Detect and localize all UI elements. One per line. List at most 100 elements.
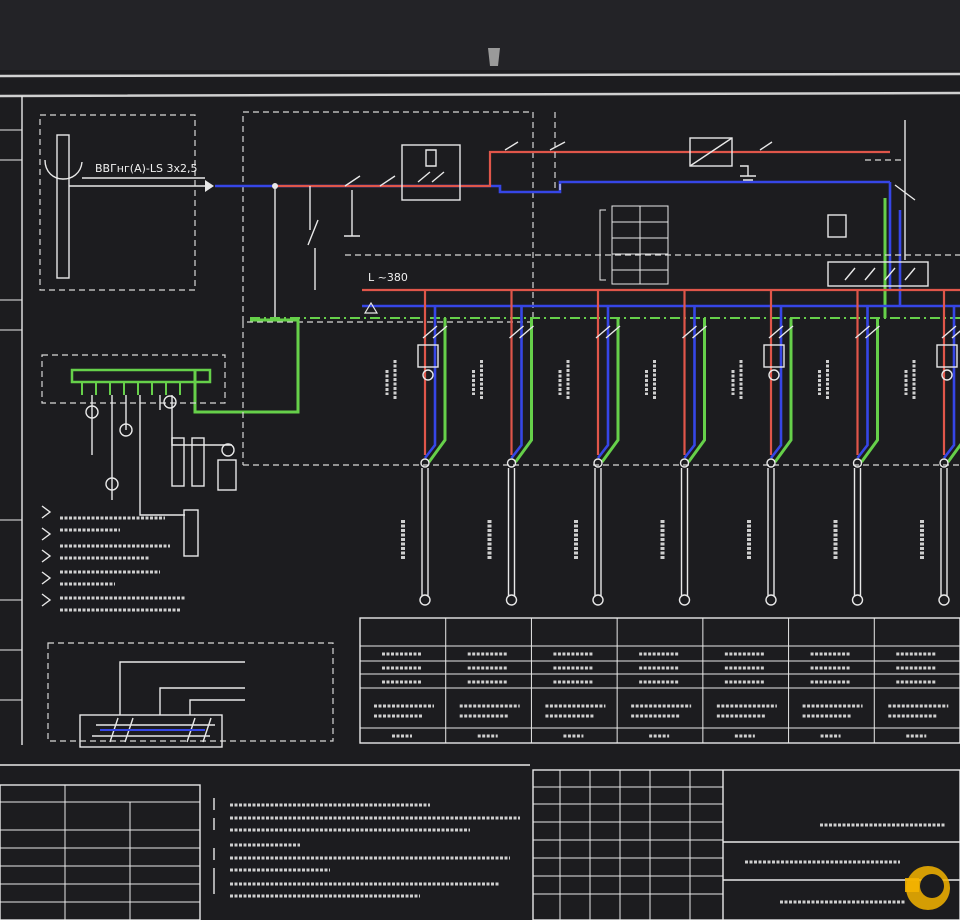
feeder-cable-end-node — [419, 594, 431, 606]
feeder-cable-end-node — [938, 594, 950, 606]
feeder-cable-end-node — [678, 594, 691, 606]
left-margin-table — [0, 129, 22, 701]
installation-detail-frame — [47, 642, 334, 742]
water-heater-symbol — [217, 459, 237, 491]
feeder-6 — [818, 290, 880, 606]
feeder-breaker-contacts — [768, 325, 794, 339]
surge-branch — [274, 186, 319, 320]
feeder-cable-top-node — [420, 458, 430, 468]
feeder-cable — [507, 468, 516, 596]
incoming-cable-label: ВВГнг(А)-LS 3х2,5 — [95, 162, 197, 175]
feeder-neutral-wire — [856, 306, 869, 459]
feeder-breaker-contacts — [595, 325, 621, 339]
feeder-earth-wire — [946, 442, 960, 463]
feeder-cable-top-node — [852, 458, 863, 468]
feeder-breaker-label — [818, 360, 829, 400]
title-block — [532, 769, 960, 920]
grounding-busbar-frame — [41, 354, 226, 404]
upper-feed-switches — [504, 141, 773, 151]
grounding-marker-5 — [221, 443, 235, 457]
feeder-cable-end-node — [851, 594, 864, 606]
busbar-label: L ~380 — [368, 271, 408, 284]
notes-text-lines — [230, 803, 520, 898]
feeder-table-cell-text — [802, 652, 863, 738]
incoming-drop-cable — [44, 159, 205, 187]
feeder-7 — [904, 290, 960, 606]
feeder-cable-top-node — [593, 458, 603, 468]
feeder-rcd-box — [936, 344, 958, 368]
feeder-neutral-wire — [942, 306, 956, 459]
feeder-cable — [767, 468, 775, 596]
converter-diagonal — [689, 137, 733, 167]
incoming-phase-run — [275, 150, 890, 188]
feeder-cable — [853, 468, 862, 596]
feeder-earth-wire — [860, 318, 879, 463]
cable-gland-symbol — [183, 509, 199, 557]
meter-relay-contacts — [417, 149, 445, 183]
cable-table — [0, 784, 201, 920]
cable-arrow — [205, 180, 214, 192]
feeder-breaker-label — [385, 360, 397, 400]
cable-table-rules — [0, 785, 200, 920]
busbar-terminal-hatch — [844, 267, 916, 281]
spec-table-rules — [612, 206, 668, 284]
feeder-cable-top-node — [679, 458, 690, 468]
right-incomer — [894, 120, 916, 260]
screw-mark — [488, 48, 500, 66]
feeder-group — [385, 290, 960, 606]
right-grounding — [740, 165, 756, 181]
feeder-table-cell-text — [888, 652, 949, 738]
feeder-earth-wire — [514, 318, 533, 463]
bathtub-symbol-2 — [191, 437, 205, 487]
feeder-3 — [558, 290, 621, 606]
feeder-cable-end-node — [592, 594, 604, 606]
bathtub-symbol-1 — [171, 437, 185, 487]
feeder-cable — [680, 468, 689, 596]
feeder-earth-wire — [773, 318, 793, 463]
legend-symbols — [41, 505, 52, 607]
support-pole — [56, 134, 70, 279]
feeder-earth-wire — [687, 318, 706, 463]
earth-conductor — [193, 318, 300, 414]
feeder-breaker-contacts — [855, 325, 880, 339]
feeder-cable-top-node — [766, 458, 776, 468]
feeder-breaker-label — [558, 360, 570, 400]
feeder-neutral-wire — [769, 306, 783, 459]
feeder-neutral-wire — [510, 306, 523, 459]
grounding-marker-1 — [85, 405, 99, 419]
feeder-breaker-contacts — [682, 325, 707, 339]
feeder-cable — [594, 468, 602, 596]
legend-text-lines — [60, 516, 185, 612]
feeder-cable-end-node — [765, 594, 777, 606]
converter-block — [689, 137, 733, 167]
feeder-rcd-coil — [941, 369, 953, 381]
top-frame-strip — [0, 0, 960, 70]
feeder-rcd-coil — [768, 369, 780, 381]
grounding-marker-3 — [105, 477, 119, 491]
title-block-text — [745, 823, 945, 904]
feeder-table-grid — [360, 618, 960, 743]
feeder-cable-top-node — [506, 458, 517, 468]
feeder-neutral-wire — [683, 306, 696, 459]
feeder-breaker-contacts — [422, 325, 448, 339]
feeder-breaker-contacts — [509, 325, 534, 339]
feeder-breaker-label — [904, 360, 916, 400]
grounding-drops — [91, 395, 232, 516]
busbar-terminal — [827, 261, 929, 287]
feeder-cable-top-node — [939, 458, 949, 468]
feeder-table — [359, 617, 960, 744]
feeder-4 — [645, 290, 707, 606]
feeder-earth-wire — [427, 318, 447, 463]
feeder-table-cell-text — [545, 652, 606, 738]
rcd-module — [827, 214, 847, 238]
meter-symbol — [401, 144, 461, 201]
spec-table-bracket — [599, 209, 606, 281]
busbar-delta-mark — [363, 301, 379, 314]
watermark-logo-icon — [905, 866, 950, 910]
installation-detail-box — [79, 714, 223, 748]
metering-box-frame — [242, 111, 534, 323]
grounding-busbar — [70, 368, 212, 384]
main-switch — [344, 175, 396, 237]
